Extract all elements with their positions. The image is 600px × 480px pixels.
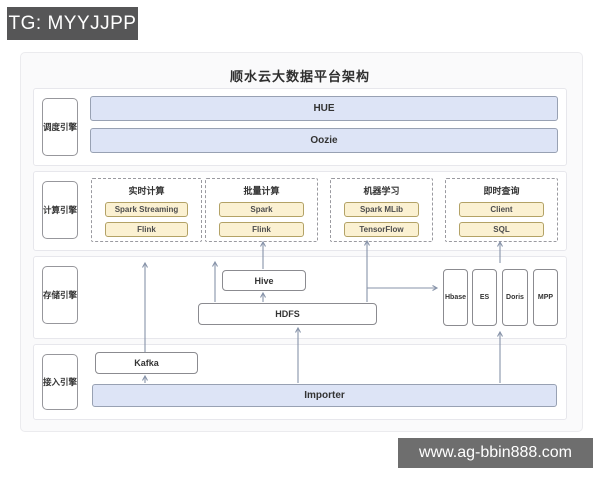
group-adhoc-query: 即时查询 Client SQL bbox=[445, 178, 558, 242]
node-mpp: MPP bbox=[533, 269, 558, 326]
site-watermark-badge: www.ag-bbin888.com bbox=[398, 438, 593, 468]
group-title-adhoc: 即时查询 bbox=[483, 186, 520, 196]
node-hdfs: HDFS bbox=[198, 303, 377, 325]
node-spark-mlib: Spark MLib bbox=[344, 202, 419, 217]
label-ingest-engine: 接入引擎 bbox=[42, 354, 78, 410]
node-doris: Doris bbox=[502, 269, 528, 326]
node-oozie: Oozie bbox=[90, 128, 558, 153]
node-flink-realtime: Flink bbox=[105, 222, 188, 237]
node-hbase: Hbase bbox=[443, 269, 468, 326]
group-title-batch: 批量计算 bbox=[243, 186, 280, 196]
node-spark-streaming: Spark Streaming bbox=[105, 202, 188, 217]
label-scheduling-engine: 调度引擎 bbox=[42, 98, 78, 156]
diagram-title: 顺水云大数据平台架构 bbox=[229, 69, 370, 84]
node-hive: Hive bbox=[222, 270, 306, 291]
label-storage-engine: 存储引擎 bbox=[42, 266, 78, 324]
node-flink-batch: Flink bbox=[219, 222, 304, 237]
group-title-realtime: 实时计算 bbox=[128, 186, 165, 196]
node-hue: HUE bbox=[90, 96, 558, 121]
node-sql: SQL bbox=[459, 222, 544, 237]
node-spark: Spark bbox=[219, 202, 304, 217]
group-realtime-compute: 实时计算 Spark Streaming Flink bbox=[91, 178, 202, 242]
node-tensorflow: TensorFlow bbox=[344, 222, 419, 237]
group-batch-compute: 批量计算 Spark Flink bbox=[205, 178, 318, 242]
node-importer: Importer bbox=[92, 384, 557, 407]
node-client: Client bbox=[459, 202, 544, 217]
group-title-ml: 机器学习 bbox=[363, 186, 400, 196]
node-es: ES bbox=[472, 269, 497, 326]
label-compute-engine: 计算引擎 bbox=[42, 181, 78, 239]
node-kafka: Kafka bbox=[95, 352, 198, 374]
tg-watermark-badge: TG: MYYJJPP bbox=[7, 7, 138, 40]
group-machine-learning: 机器学习 Spark MLib TensorFlow bbox=[330, 178, 433, 242]
